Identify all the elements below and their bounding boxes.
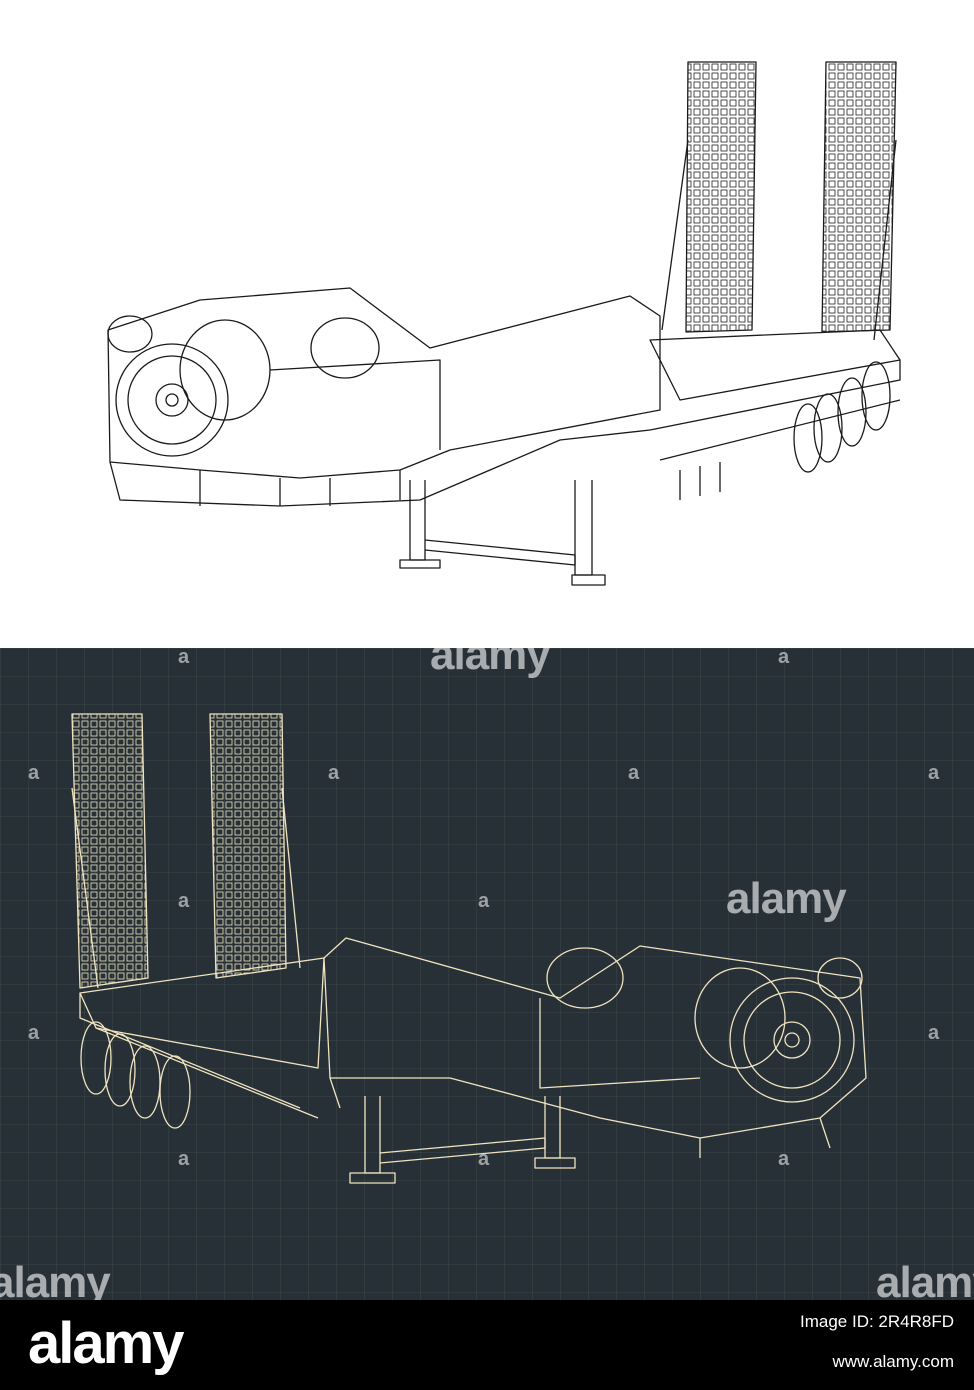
gooseneck (323, 937, 867, 1139)
ramp-right (209, 713, 287, 979)
watermark-glyph: a (928, 762, 940, 784)
trailer-line-drawing (107, 61, 901, 586)
ramp-left (685, 61, 757, 333)
watermark-glyph: a (778, 1148, 790, 1170)
ramp-left (71, 713, 149, 989)
watermark-glyph: a (478, 1148, 490, 1170)
watermark-glyph: a (328, 762, 340, 784)
watermark-glyph: a (178, 890, 190, 912)
gooseneck (107, 287, 661, 479)
line-drawing-panel (0, 0, 974, 648)
stock-footer: alamy Image ID: 2R4R8FD www.alamy.com (0, 1300, 974, 1390)
spare-wheel (729, 977, 855, 1103)
watermark-glyph: a (178, 648, 190, 668)
deck (79, 957, 325, 1069)
watermark-glyph: a (778, 648, 790, 668)
watermark-glyph: a (28, 1022, 40, 1044)
watermark-word: alamy (876, 1258, 974, 1300)
image-id-label: Image ID: 2R4R8FD (800, 1312, 954, 1331)
footer-url-link[interactable]: www.alamy.com (832, 1352, 954, 1371)
blueprint-panel: a alamy a a a a a a a alamy a a a a a al… (0, 648, 974, 1300)
footer-logo[interactable]: alamy (28, 1311, 184, 1376)
spare-wheel (115, 343, 229, 457)
watermark-word: alamy (0, 1258, 111, 1300)
watermark-glyph: a (478, 890, 490, 912)
watermark-glyph: a (178, 1148, 190, 1170)
ramp-right (821, 61, 897, 333)
trailer-blueprint-drawing (71, 713, 867, 1184)
watermark-glyph: a (928, 1022, 940, 1044)
watermark-word: alamy (430, 648, 551, 679)
watermark-word: alamy (726, 874, 847, 923)
watermark-glyph: a (28, 762, 40, 784)
watermark-glyph: a (628, 762, 640, 784)
